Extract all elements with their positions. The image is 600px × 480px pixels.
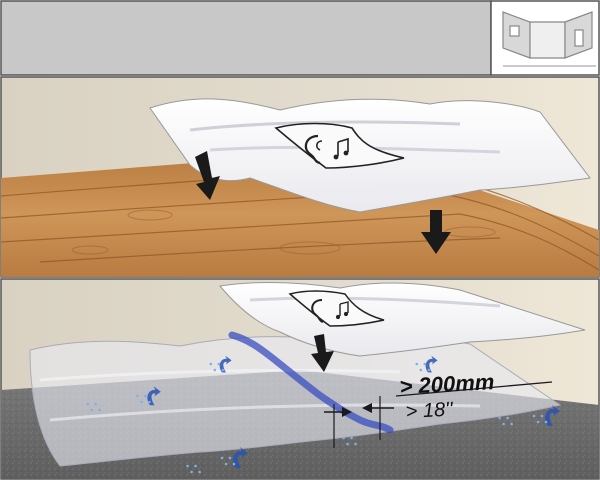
header-bar — [1, 1, 599, 75]
overlap-mm-label: > 200mm — [399, 369, 495, 399]
overlap-in-label: > 18'' — [405, 398, 454, 422]
panel-bottom: > 200mm > 18'' — [1, 279, 599, 479]
panel-top — [1, 77, 599, 277]
